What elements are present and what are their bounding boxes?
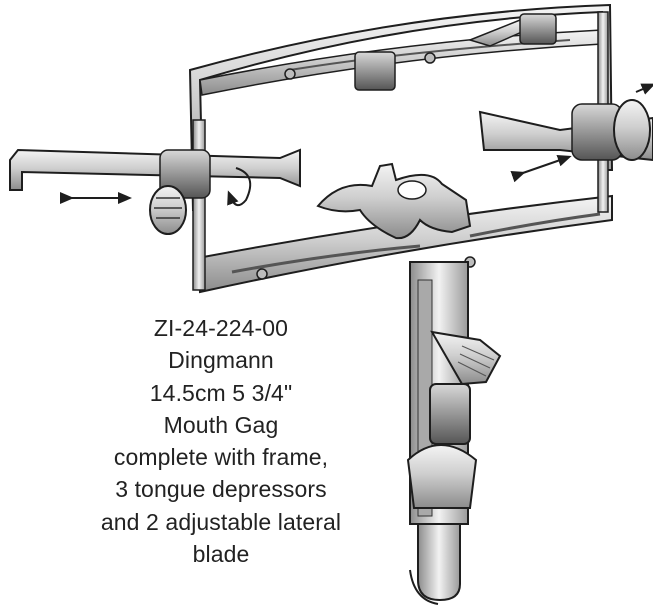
description-line-1: complete with frame, bbox=[113, 444, 329, 471]
product-size: 14.5cm 5 3/4" bbox=[149, 379, 293, 406]
product-caption: ZI-24-224-00 Dingmann 14.5cm 5 3/4" Mout… bbox=[60, 312, 382, 570]
description-line-3: and 2 adjustable lateral bbox=[100, 508, 342, 535]
upper-frame bbox=[188, 3, 614, 211]
tongue-depressor bbox=[316, 162, 472, 240]
product-type: Mouth Gag bbox=[163, 411, 279, 438]
left-lateral-blade bbox=[9, 148, 301, 235]
right-lateral-blade bbox=[478, 83, 653, 183]
ratchet-shaft bbox=[406, 261, 502, 605]
product-name: Dingmann bbox=[168, 347, 274, 374]
description-line-2: 3 tongue depressors bbox=[115, 476, 327, 503]
catalog-number: ZI-24-224-00 bbox=[153, 315, 289, 341]
description-line-4: blade bbox=[192, 541, 250, 568]
